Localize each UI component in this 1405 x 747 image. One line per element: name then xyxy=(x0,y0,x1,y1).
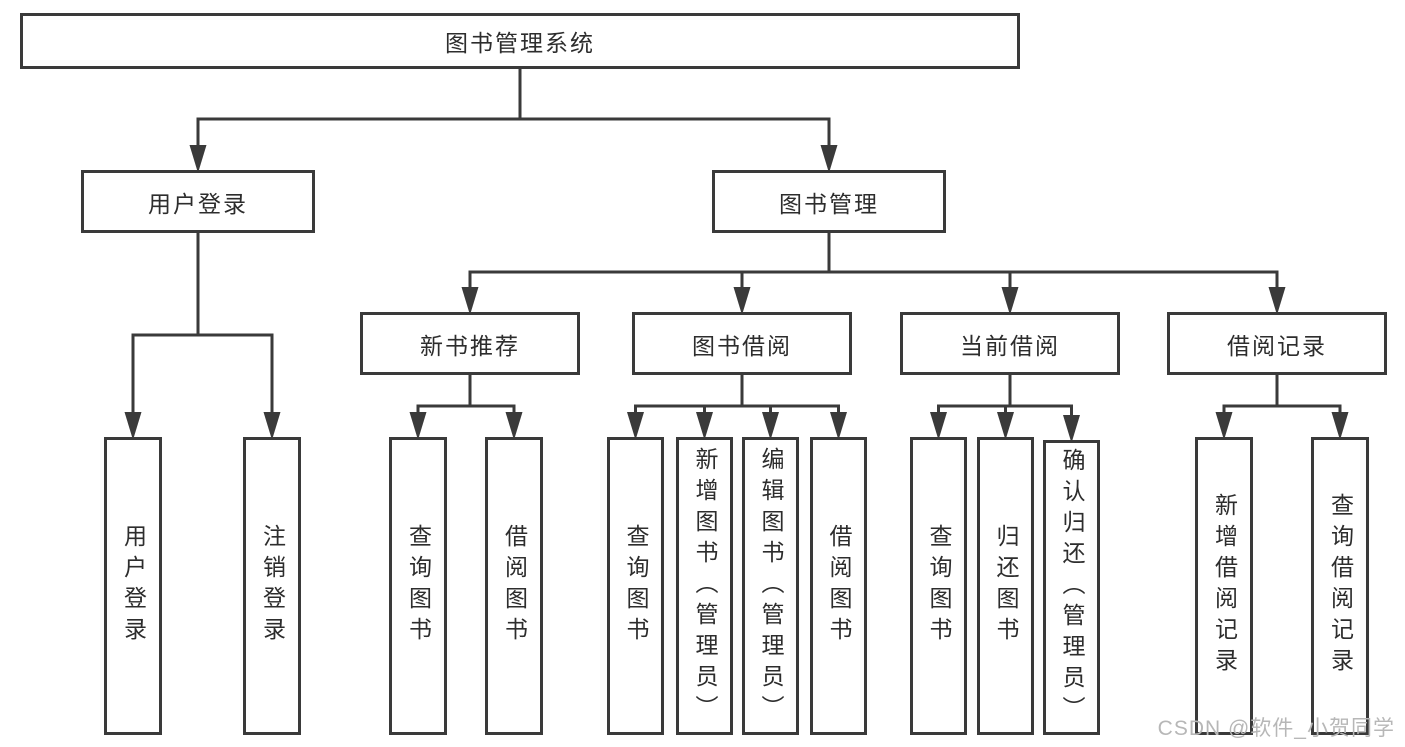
node-label: 新书推荐 xyxy=(420,332,520,359)
node-label: 借阅图书 xyxy=(826,524,852,648)
node-label: 图书管理系统 xyxy=(445,30,595,56)
node-label: 注销登录 xyxy=(259,524,286,648)
node-c-query: 查询图书 xyxy=(910,437,967,735)
node-rec: 新书推荐 xyxy=(360,312,580,375)
node-b-query: 查询图书 xyxy=(607,437,664,735)
node-label: 图书借阅 xyxy=(692,332,792,359)
node-logout: 注销登录 xyxy=(243,437,301,735)
node-r-query: 查询借阅记录 xyxy=(1311,437,1369,735)
node-login: 用户登录 xyxy=(81,170,315,233)
node-label: 查询图书 xyxy=(926,524,952,648)
node-label: 新增图书（管理员） xyxy=(692,446,718,726)
node-borrow: 图书借阅 xyxy=(632,312,852,375)
node-current: 当前借阅 xyxy=(900,312,1120,375)
node-b-add: 新增图书（管理员） xyxy=(676,437,733,735)
node-label: 借阅图书 xyxy=(501,524,528,648)
node-user-login: 用户登录 xyxy=(104,437,162,735)
node-label: 确认归还（管理员） xyxy=(1059,448,1085,727)
node-label: 编辑图书（管理员） xyxy=(758,446,784,726)
node-label: 查询图书 xyxy=(405,524,432,648)
node-records: 借阅记录 xyxy=(1167,312,1387,375)
node-r-add: 新增借阅记录 xyxy=(1195,437,1253,735)
node-c-return: 归还图书 xyxy=(977,437,1034,735)
node-label: 当前借阅 xyxy=(960,332,1060,359)
node-rec-query: 查询图书 xyxy=(389,437,447,735)
node-label: 借阅记录 xyxy=(1227,332,1327,359)
node-root: 图书管理系统 xyxy=(20,13,1020,69)
node-b-borrow: 借阅图书 xyxy=(810,437,867,735)
node-label: 用户登录 xyxy=(148,190,248,217)
node-label: 新增借阅记录 xyxy=(1211,493,1238,679)
node-label: 查询借阅记录 xyxy=(1327,493,1354,679)
watermark: CSDN @软件_小贺同学 xyxy=(1157,717,1395,740)
node-label: 图书管理 xyxy=(779,190,879,217)
node-b-edit: 编辑图书（管理员） xyxy=(742,437,799,735)
node-rec-borrow: 借阅图书 xyxy=(485,437,543,735)
node-c-confirm: 确认归还（管理员） xyxy=(1043,440,1100,735)
node-label: 用户登录 xyxy=(120,524,147,648)
node-label: 查询图书 xyxy=(623,524,649,648)
node-label: 归还图书 xyxy=(993,524,1019,648)
node-mgmt: 图书管理 xyxy=(712,170,946,233)
